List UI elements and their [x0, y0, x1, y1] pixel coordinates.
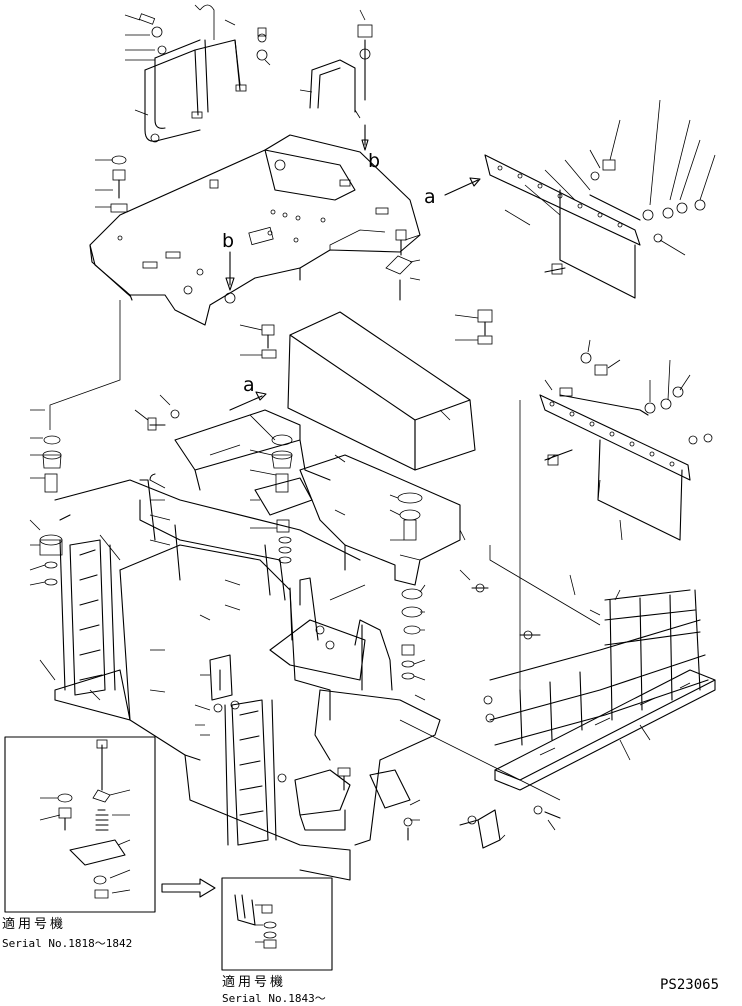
callout-a-lower: a [243, 374, 255, 396]
upper-left-fasteners [110, 155, 128, 213]
upper-center-bracket [309, 24, 373, 151]
cover-box [261, 309, 493, 471]
left-upper-rail [54, 473, 361, 601]
plate-right-fasteners [385, 229, 413, 301]
center-base-frame [299, 454, 461, 586]
figure-id: PS23065 [660, 977, 720, 993]
inset-arrow [161, 878, 216, 898]
inset-right-serial-range: Serial No.1843〜 [222, 992, 326, 1005]
center-ladder [213, 699, 287, 846]
center-bottom-block [294, 767, 413, 841]
center-small-bracket [209, 654, 233, 701]
middle-right-mud-flap [539, 352, 713, 541]
right-lower-fasteners [459, 583, 561, 849]
arrow-a-lower [229, 391, 267, 411]
callout-b-upper: b [368, 150, 381, 172]
arrow-b-lower [225, 251, 235, 291]
callout-b-lower: b [222, 230, 235, 252]
left-ladder [59, 534, 121, 696]
callout-a-upper: a [424, 186, 436, 208]
right-guardrail [489, 589, 709, 746]
upper-handrail [138, 4, 268, 143]
left-isolation-mounts [39, 435, 71, 586]
center-lower-frame [269, 577, 441, 846]
upper-right-mud-flap [484, 154, 706, 299]
inset-left-box [4, 736, 156, 913]
inset-right-model-label: 適用号機 [222, 975, 287, 990]
leader-lines [49, 300, 601, 801]
inset-left-model-label: 適用号機 [2, 917, 67, 932]
floor-plate [89, 134, 421, 326]
right-walkway [494, 669, 716, 791]
inset-right-box [221, 877, 333, 971]
center-mounts-column [254, 434, 313, 564]
inset-left-serial-range: Serial No.1818〜1842 [2, 937, 133, 950]
callout-leaders [29, 4, 716, 943]
arrow-a-upper [444, 177, 481, 196]
